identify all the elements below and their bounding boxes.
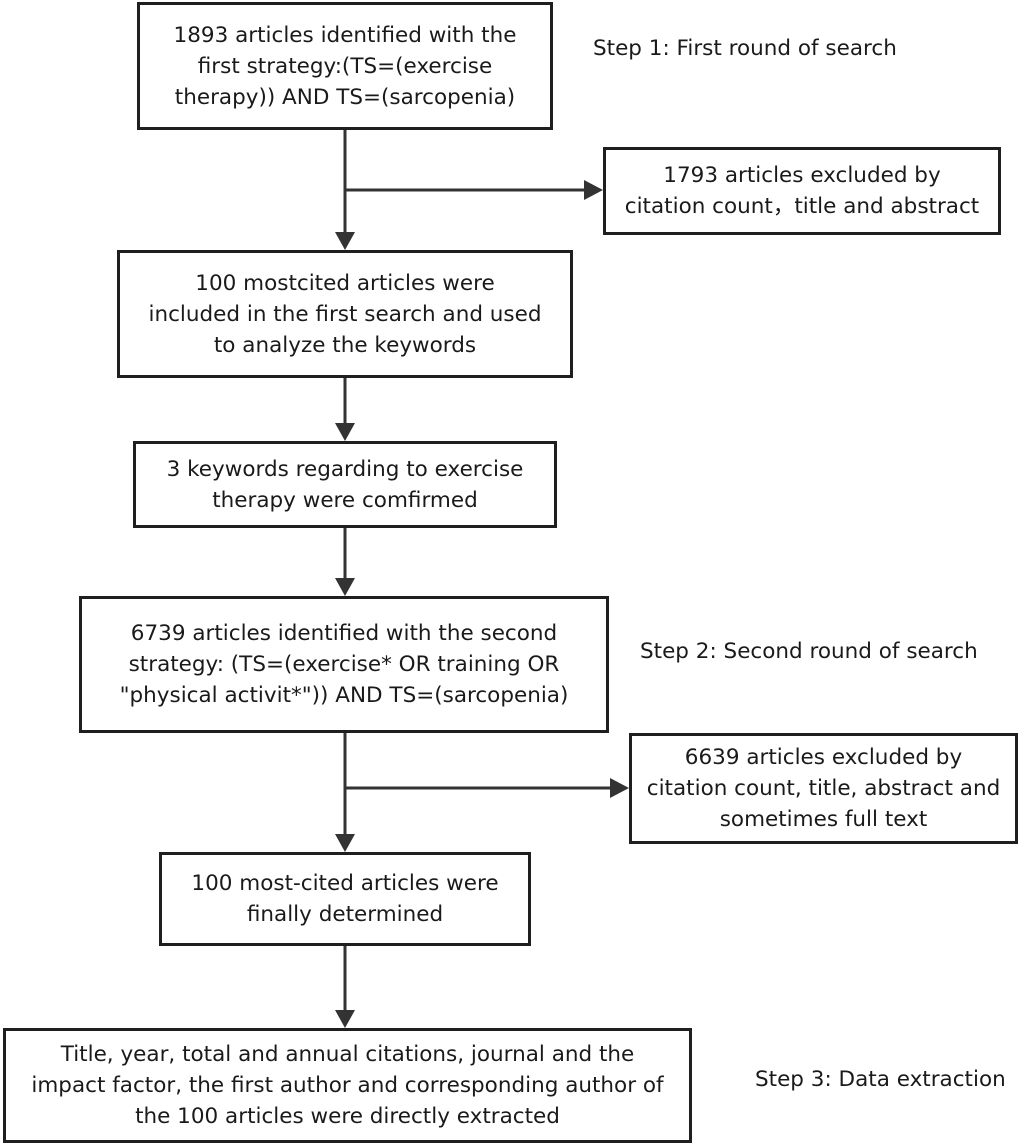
final-100-box: 100 most-cited articles were finally det…	[159, 852, 531, 946]
arrowhead-right	[584, 180, 603, 200]
arrowhead-down	[335, 834, 355, 852]
excluded-first-box: 1793 articles excluded by citation count…	[603, 147, 1001, 235]
excluded-second-text: 6639 articles excluded by citation count…	[646, 745, 1001, 832]
step-1-label: Step 1: First round of search	[593, 36, 897, 61]
extraction-text: Title, year, total and annual citations,…	[31, 1042, 664, 1129]
first-search-box: 1893 articles identified with the first …	[137, 2, 553, 130]
excluded-second-box: 6639 articles excluded by citation count…	[629, 733, 1018, 844]
arrowhead-down	[335, 1010, 355, 1028]
arrowhead-right	[610, 778, 629, 798]
arrowhead-down	[335, 423, 355, 441]
mostcited-first-text: 100 mostcited articles were included in …	[148, 270, 542, 358]
keywords-box: 3 keywords regarding to exercise therapy…	[133, 441, 557, 528]
extraction-box: Title, year, total and annual citations,…	[3, 1028, 692, 1143]
step-3-label: Step 3: Data extraction	[755, 1067, 1006, 1092]
step-2-label: Step 2: Second round of search	[640, 639, 978, 664]
excluded-first-text: 1793 articles excluded by citation count…	[624, 163, 980, 219]
mostcited-first-box: 100 mostcited articles were included in …	[117, 250, 573, 378]
second-search-box: 6739 articles identified with the second…	[79, 596, 609, 733]
arrowhead-down	[335, 232, 355, 250]
arrowhead-down	[335, 578, 355, 596]
final-100-text: 100 most-cited articles were finally det…	[191, 871, 499, 927]
second-search-text: 6739 articles identified with the second…	[119, 621, 569, 708]
first-search-text: 1893 articles identified with the first …	[173, 22, 517, 110]
keywords-text: 3 keywords regarding to exercise therapy…	[166, 456, 524, 513]
